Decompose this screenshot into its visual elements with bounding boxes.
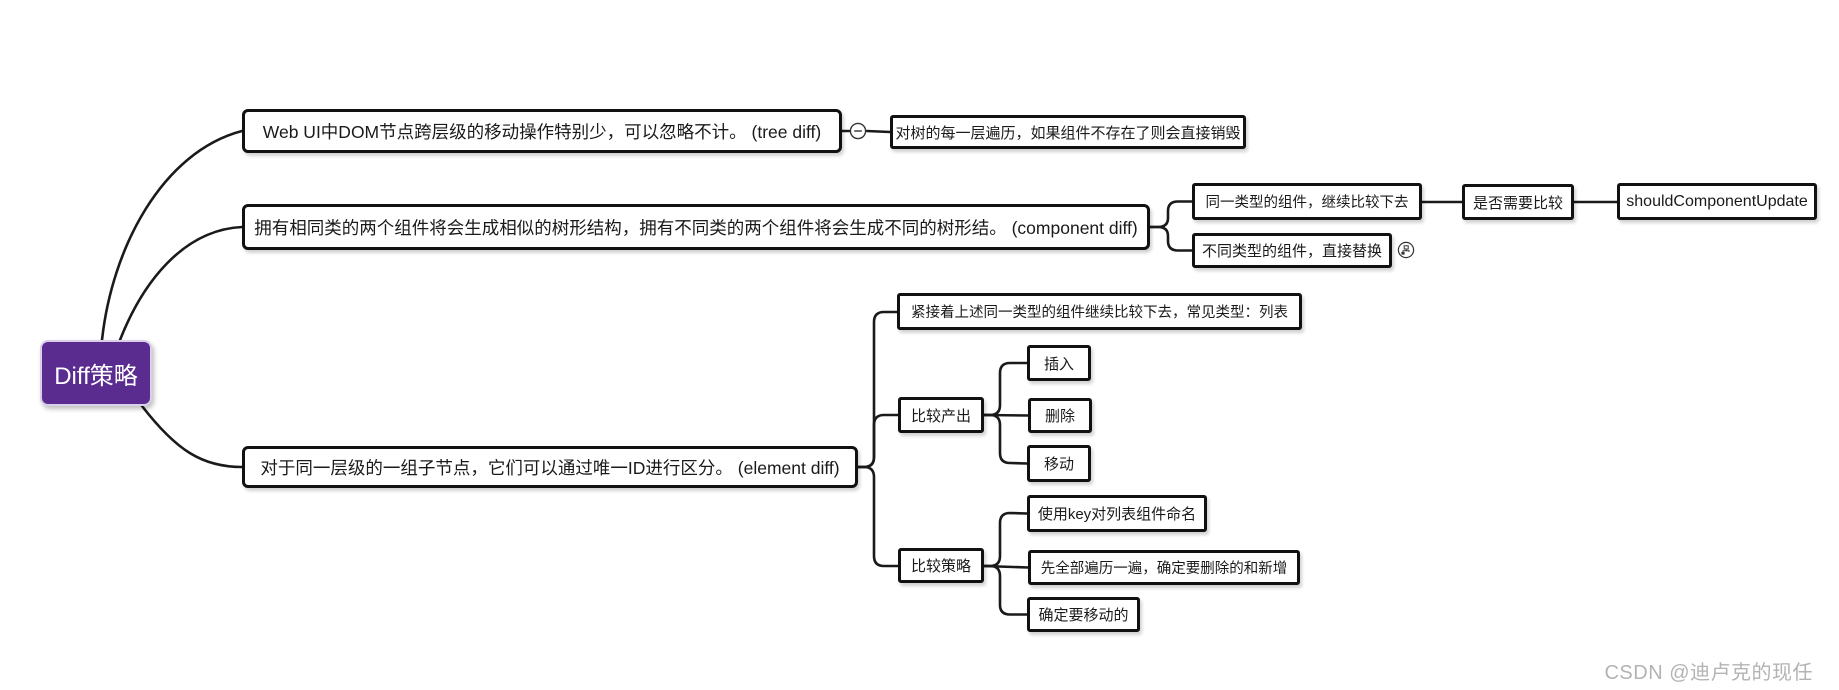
node-compare-strategy[interactable]: 比较策略: [898, 548, 984, 583]
node-traverse-first[interactable]: 先全部遍历一遍，确定要删除的和新增: [1028, 550, 1300, 585]
topic-component-diff[interactable]: 拥有相同类的两个组件将会生成相似的树形结构，拥有不同类的两个组件将会生成不同的树…: [242, 204, 1150, 250]
node-list-type[interactable]: 紧接着上述同一类型的组件继续比较下去，常见类型：列表: [897, 293, 1302, 330]
edge-comp-child2: [1148, 225, 1194, 252]
edge-root-tree-diff: [100, 129, 244, 342]
edge-c3-key: [982, 511, 1029, 568]
collapse-icon[interactable]: [849, 122, 867, 140]
topic-tree-diff[interactable]: Web UI中DOM节点跨层级的移动操作特别少，可以忽略不计。 (tree di…: [242, 109, 842, 153]
node-compare-output[interactable]: 比较产出: [898, 397, 984, 433]
csdn-watermark: CSDN @迪卢克的现任: [1604, 662, 1813, 684]
edge-root-element-diff: [140, 404, 244, 469]
sitemap-badge-icon[interactable]: [1397, 241, 1415, 259]
node-tree-diff-detail[interactable]: 对树的每一层遍历，如果组件不存在了则会直接销毁: [890, 115, 1246, 149]
edge-elem-c2: [856, 413, 900, 469]
topic-element-diff[interactable]: 对于同一层级的一组子节点，它们可以通过唯一ID进行区分。 (element di…: [242, 446, 858, 488]
node-confirm-move[interactable]: 确定要移动的: [1027, 597, 1140, 632]
edge-c2-insert: [982, 361, 1029, 417]
edge-c3-move: [982, 564, 1029, 616]
edge-root-component-diff: [118, 225, 244, 342]
node-diff-type-replace[interactable]: 不同类型的组件，直接替换: [1192, 233, 1392, 268]
edge-icon-child: [865, 129, 892, 134]
edge-elem-c3: [856, 465, 900, 568]
node-insert[interactable]: 插入: [1027, 345, 1091, 381]
edge-comp-child1: [1148, 200, 1194, 229]
edge-c2-move: [982, 413, 1029, 465]
node-move[interactable]: 移动: [1027, 445, 1091, 482]
node-same-type-continue[interactable]: 同一类型的组件，继续比较下去: [1192, 183, 1422, 220]
edge-elem-c1: [856, 310, 899, 469]
node-should-component-update[interactable]: shouldComponentUpdate: [1617, 183, 1817, 220]
node-need-compare[interactable]: 是否需要比较: [1462, 184, 1574, 220]
node-use-key[interactable]: 使用key对列表组件命名: [1027, 495, 1207, 532]
node-delete[interactable]: 删除: [1028, 398, 1092, 433]
root-topic[interactable]: Diff策略: [40, 340, 152, 406]
